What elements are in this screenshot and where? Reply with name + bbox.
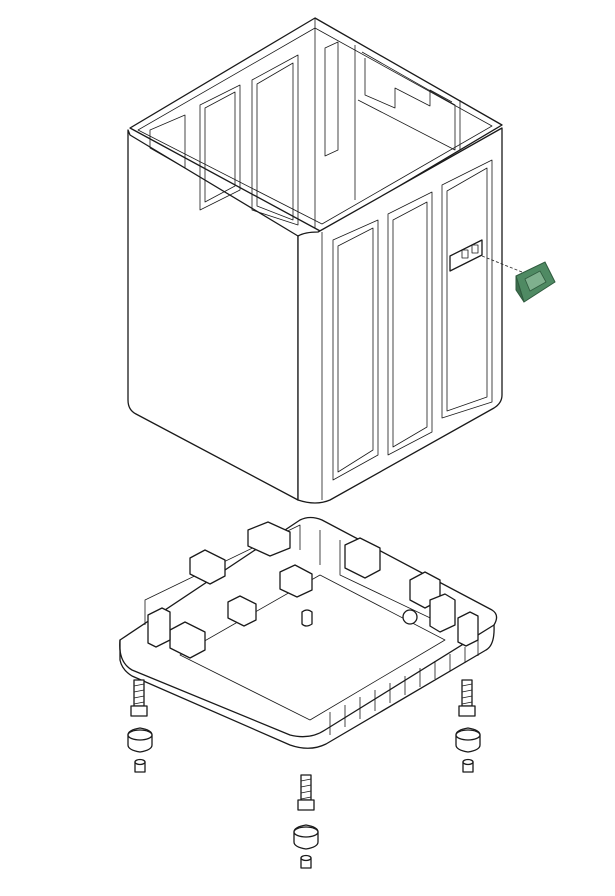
cabinet-shell [127,17,523,504]
highlighted-part [515,261,556,303]
leveling-feet [127,679,481,869]
leveling-foot-3 [293,774,319,869]
leveling-foot-2 [455,679,481,773]
base-tray [119,516,498,749]
leveling-foot-1 [127,679,153,773]
